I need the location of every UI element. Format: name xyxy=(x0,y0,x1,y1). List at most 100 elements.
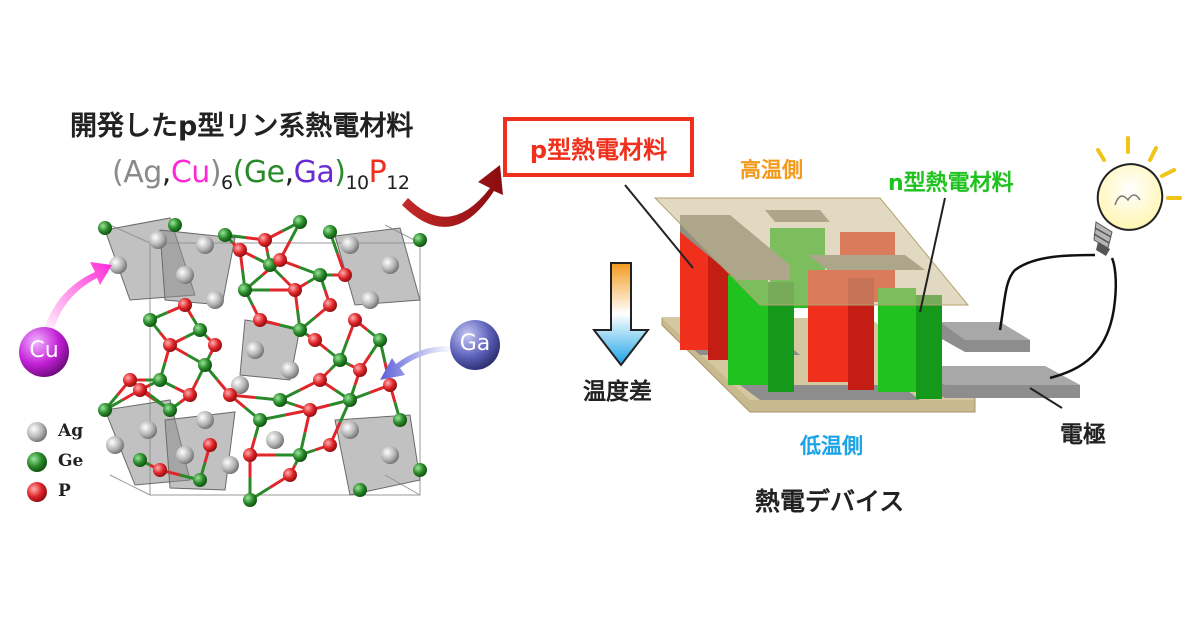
transition-arrow xyxy=(402,165,503,227)
p-atom xyxy=(223,388,237,402)
ge-atom xyxy=(393,413,407,427)
legend-ge-label: Ge xyxy=(58,451,84,471)
cu-arrow-icon xyxy=(42,262,112,335)
ge-atom xyxy=(413,463,427,477)
hot-side-label: 高温側 xyxy=(740,158,803,182)
p-atom xyxy=(273,253,287,267)
formula-paren: ) xyxy=(334,155,346,190)
ge-atom xyxy=(98,403,112,417)
formula-ga: Ga xyxy=(293,155,335,190)
ag-atom xyxy=(221,456,239,474)
ag-atom xyxy=(266,431,284,449)
ga-ball-icon xyxy=(450,320,500,370)
legend-ge-marker xyxy=(27,452,47,472)
legend-p-marker xyxy=(27,482,47,502)
formula-ge: Ge xyxy=(243,155,285,190)
p-atom xyxy=(253,313,267,327)
ag-atom xyxy=(246,341,264,359)
p-atom xyxy=(323,438,337,452)
p-atom xyxy=(258,233,272,247)
ge-atom xyxy=(273,393,287,407)
tetrahedra xyxy=(104,217,421,496)
curved-arrow-icon xyxy=(402,165,503,227)
ge-atom xyxy=(143,313,157,327)
ge-atom xyxy=(353,483,367,497)
formula-paren: ( xyxy=(112,155,124,190)
formula-cu: Cu xyxy=(170,155,210,190)
wire-lower xyxy=(1049,257,1118,380)
formula-subscript: 10 xyxy=(345,172,369,194)
p-atom xyxy=(123,373,137,387)
ge-atom xyxy=(218,228,232,242)
ag-atom xyxy=(231,376,249,394)
ge-atom xyxy=(243,493,257,507)
p-atom xyxy=(163,338,177,352)
p-atom xyxy=(338,268,352,282)
formula-subscript: 6 xyxy=(221,172,233,194)
ge-atom xyxy=(98,221,112,235)
formula-p: P xyxy=(368,155,387,190)
light-bulb-icon xyxy=(1093,163,1164,256)
chemical-formula: (Ag,Cu)6(Ge,Ga)10P12 xyxy=(112,155,410,194)
ge-atom xyxy=(293,448,307,462)
formula-paren: ) xyxy=(209,155,222,190)
thermoelectric-device xyxy=(591,136,1182,413)
ag-atom xyxy=(381,256,399,274)
ge-atom xyxy=(238,283,252,297)
p-atom xyxy=(233,243,247,257)
p-label-pointer xyxy=(624,184,694,269)
p-atom xyxy=(203,438,217,452)
light-rays-icon xyxy=(1096,136,1182,200)
p-atom xyxy=(353,363,367,377)
p-atom xyxy=(208,338,222,352)
ge-atom xyxy=(253,413,267,427)
electrode-pointer xyxy=(1029,387,1063,409)
ge-atom xyxy=(193,473,207,487)
cu-dopant xyxy=(19,262,112,377)
electrode-upper-top xyxy=(940,322,1030,340)
n-type-label: n型熱電材料 xyxy=(888,171,1014,196)
p-atom xyxy=(313,373,327,387)
p-atom xyxy=(243,448,257,462)
ge-atom xyxy=(168,218,182,232)
ag-atom xyxy=(106,436,124,454)
ag-atom xyxy=(176,446,194,464)
n-label-pointer xyxy=(919,197,946,313)
ge-atom xyxy=(293,215,307,229)
legend-p-label: P xyxy=(58,481,71,501)
cold-side-label: 低温側 xyxy=(800,434,863,458)
ge-atom xyxy=(343,393,357,407)
legend-ag-label: Ag xyxy=(58,421,84,441)
formula-paren: ( xyxy=(232,155,245,190)
ge-atom xyxy=(163,403,177,417)
temperature-arrow-icon xyxy=(591,262,651,367)
ag-atom xyxy=(139,421,157,439)
p-atom xyxy=(178,298,192,312)
formula-comma: , xyxy=(161,155,172,190)
legend-markers xyxy=(27,422,47,502)
ge-atom xyxy=(133,453,147,467)
cu-ball-icon xyxy=(19,327,69,377)
device-caption: 熱電デバイス xyxy=(755,487,905,516)
page-title: 開発したp型リン系熱電材料 xyxy=(70,111,414,142)
ge-atom xyxy=(333,353,347,367)
atoms xyxy=(98,215,427,507)
formula-comma: , xyxy=(284,155,295,190)
p-atom xyxy=(183,388,197,402)
ga-dopant xyxy=(380,320,500,380)
legend-ag-marker xyxy=(27,422,47,442)
p-atom xyxy=(383,378,397,392)
ge-atom xyxy=(153,373,167,387)
formula-subscript: 12 xyxy=(386,172,410,194)
temperature-difference-label: 温度差 xyxy=(583,379,652,405)
p-atom xyxy=(153,463,167,477)
p-type-label-box: p型熱電材料 xyxy=(503,117,694,177)
p-atom xyxy=(348,313,362,327)
ag-atom xyxy=(149,231,167,249)
p-atom xyxy=(323,298,337,312)
ge-atom xyxy=(293,323,307,337)
top-substrate xyxy=(653,197,970,306)
formula-ag: Ag xyxy=(123,155,162,190)
ag-atom xyxy=(281,361,299,379)
